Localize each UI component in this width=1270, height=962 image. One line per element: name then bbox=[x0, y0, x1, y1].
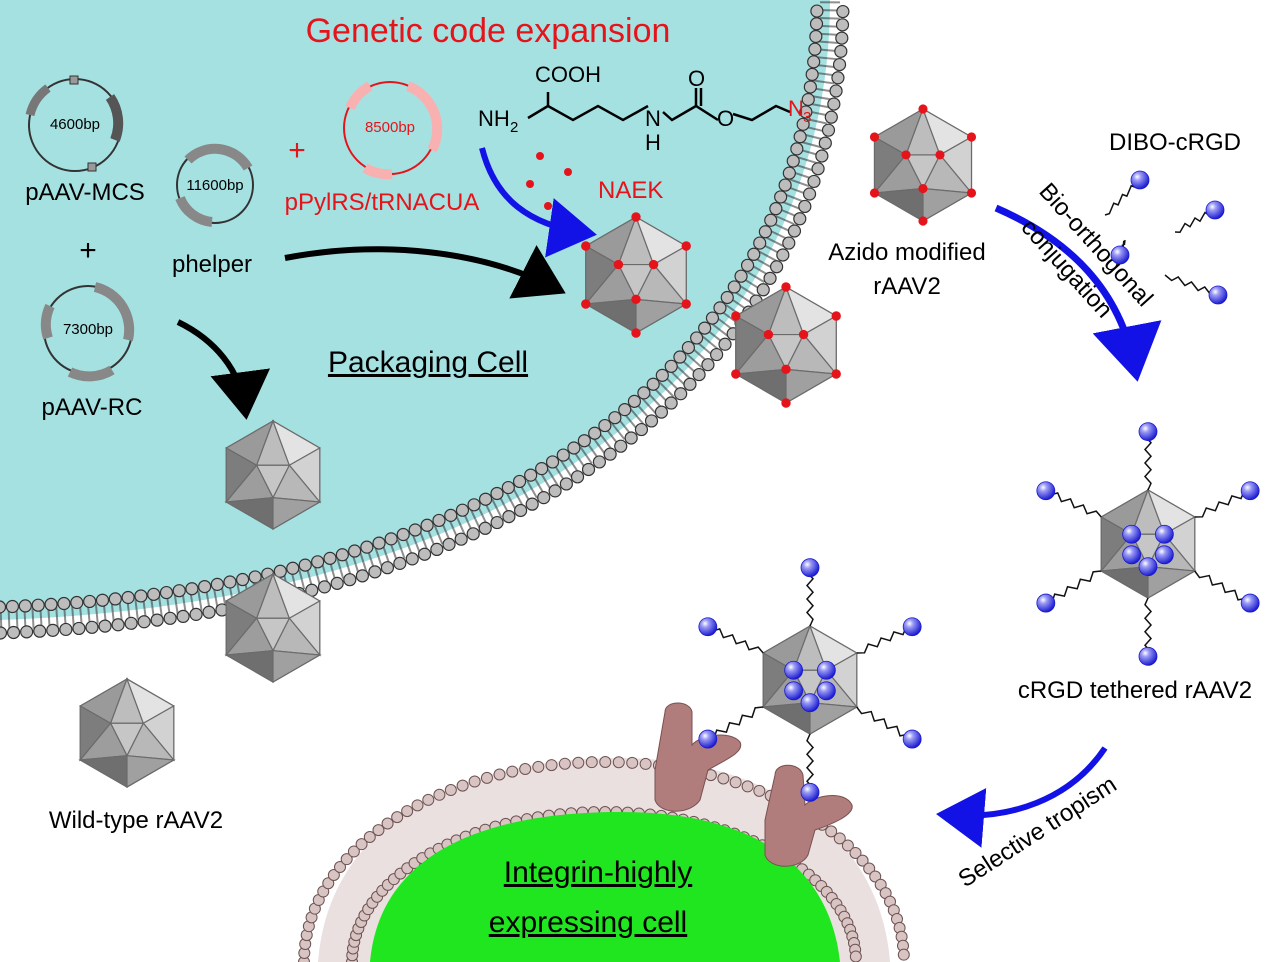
azido-label-line1: Azido modified bbox=[828, 239, 985, 266]
plasmid-name-mcs: pAAV-MCS bbox=[25, 179, 145, 206]
dibo-crgd-linker bbox=[1104, 170, 1150, 216]
molecule-nh2: NH bbox=[478, 106, 510, 131]
crgd-bead bbox=[1154, 524, 1174, 544]
crgd-bead bbox=[784, 681, 804, 701]
molecule-o-ester: O bbox=[717, 106, 734, 131]
crgd-label: cRGD tethered rAAV2 bbox=[1018, 677, 1252, 704]
arrow-naek-to-virion bbox=[479, 147, 597, 258]
crgd-bead bbox=[1205, 200, 1225, 220]
crgd-bead bbox=[902, 617, 922, 637]
crgd-bead bbox=[1036, 481, 1056, 501]
plus-sign: + bbox=[79, 234, 97, 267]
naek-label: NAEK bbox=[598, 177, 663, 204]
plasmid-pAAV-MCS bbox=[25, 75, 124, 172]
wild-type-virion-membrane bbox=[224, 572, 322, 684]
crgd-virion-binding bbox=[698, 558, 922, 802]
packaging-cell bbox=[0, 0, 830, 620]
wild-type-label: Wild-type rAAV2 bbox=[49, 807, 223, 834]
plasmid-name-pylrs: pPylRS/tRNACUA bbox=[285, 189, 480, 216]
crgd-bead bbox=[1036, 593, 1056, 613]
plasmid-pPylRS bbox=[343, 81, 443, 180]
target-cell-line2: expressing cell bbox=[489, 906, 687, 939]
plasmid-name-helper: phelper bbox=[172, 251, 252, 278]
molecule-n: N bbox=[645, 106, 661, 131]
dibo-crgd-linker bbox=[1164, 274, 1228, 305]
plasmid-phelper bbox=[175, 143, 254, 227]
crgd-bead bbox=[800, 693, 820, 713]
crgd-bead bbox=[1138, 422, 1158, 442]
plasmid-name-rc: pAAV-RC bbox=[42, 394, 143, 421]
target-cell-line1: Integrin-highly bbox=[504, 856, 692, 889]
crgd-bead bbox=[698, 617, 718, 637]
naek-structure bbox=[527, 88, 791, 122]
azido-label-line2: rAAV2 bbox=[873, 273, 941, 300]
molecule-o-carbonyl: O bbox=[688, 66, 705, 91]
dibo-label: DIBO-cRGD bbox=[1109, 129, 1241, 156]
crgd-bead bbox=[800, 558, 820, 578]
crgd-bead bbox=[816, 660, 836, 680]
dibo-crgd-linker bbox=[1110, 239, 1130, 265]
plasmid-pAAV-RC bbox=[40, 282, 135, 382]
crgd-bead bbox=[698, 729, 718, 749]
crgd-bead bbox=[1138, 557, 1158, 577]
molecule-cooh: COOH bbox=[535, 62, 601, 87]
crgd-bead bbox=[800, 782, 820, 802]
arrow-helper-to-virion bbox=[284, 244, 566, 299]
crgd-bead bbox=[1110, 245, 1130, 265]
molecule-nh2-sub: 2 bbox=[510, 119, 518, 136]
packaging-cell-membrane bbox=[0, 0, 850, 640]
crgd-bead bbox=[1240, 593, 1260, 613]
crgd-bead bbox=[902, 729, 922, 749]
crgd-bead bbox=[816, 681, 836, 701]
plasmid-size-mcs: 4600bp bbox=[50, 116, 100, 133]
crgd-bead bbox=[1122, 524, 1142, 544]
crgd-bead bbox=[1138, 646, 1158, 666]
tropism-label: Selective tropism bbox=[954, 771, 1122, 893]
crgd-bead bbox=[1130, 170, 1150, 190]
azido-virion-membrane bbox=[731, 282, 841, 408]
crgd-bead bbox=[1154, 545, 1174, 565]
integrin-receptor bbox=[654, 702, 742, 812]
plus-sign: + bbox=[288, 134, 306, 167]
dibo-crgd-linker bbox=[1174, 200, 1225, 234]
arrow-rc-to-wildtype bbox=[176, 319, 271, 420]
crgd-tethered-virion bbox=[1036, 422, 1260, 666]
wild-type-virion bbox=[78, 677, 176, 789]
plasmid-size-pylrs: 8500bp bbox=[365, 119, 415, 136]
title: Genetic code expansion bbox=[306, 12, 671, 50]
molecule-h: H bbox=[645, 130, 661, 155]
arrow-conjugation bbox=[994, 204, 1162, 382]
wild-type-virion-packaging bbox=[224, 419, 322, 531]
integrin-receptor bbox=[764, 764, 853, 867]
arrow-selective-tropism bbox=[936, 746, 1108, 848]
plasmid-size-rc: 7300bp bbox=[63, 321, 113, 338]
azido-virion-packaging bbox=[581, 212, 691, 338]
packaging-cell-label: Packaging Cell bbox=[328, 346, 528, 379]
azido-virion-released bbox=[869, 104, 977, 226]
molecule-n3-sub: 3 bbox=[803, 109, 811, 126]
crgd-bead bbox=[784, 660, 804, 680]
crgd-bead bbox=[1240, 481, 1260, 501]
plasmid-size-helper: 11600bp bbox=[186, 177, 243, 194]
crgd-bead bbox=[1208, 285, 1228, 305]
target-cell bbox=[298, 756, 910, 962]
crgd-bead bbox=[1122, 545, 1142, 565]
molecule-n3: N bbox=[788, 96, 804, 121]
